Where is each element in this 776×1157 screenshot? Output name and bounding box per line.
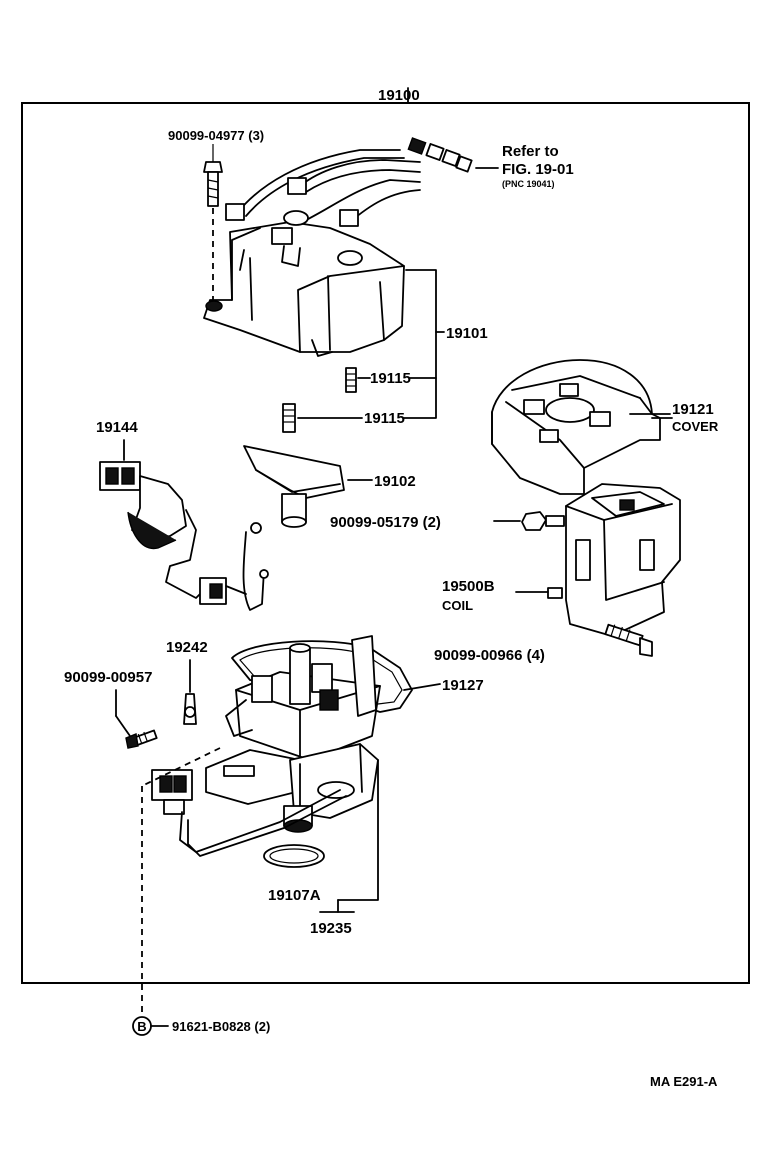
nut — [493, 511, 565, 531]
refer-line-1: Refer to — [502, 143, 559, 160]
wire-set-reference — [407, 137, 499, 173]
ignition-coil — [515, 483, 681, 637]
refer-line-3: (PNC 19041) — [502, 179, 555, 189]
label-bolt-b: 91621-B0828 (2) — [172, 1019, 270, 1034]
label-cover-name: COVER — [672, 419, 719, 434]
label-cover-num: 19121 — [672, 401, 714, 418]
label-gasket: 19127 — [442, 677, 484, 694]
distributor-housing — [205, 635, 413, 833]
ignitor-cover — [491, 359, 673, 495]
bracket-cap — [403, 269, 437, 419]
spring-a — [345, 367, 371, 393]
label-oring: 19107A — [268, 887, 321, 904]
dash-link-1 — [141, 747, 221, 787]
label-nut: 90099-05179 (2) — [330, 514, 441, 531]
pickup-harness — [99, 439, 269, 611]
bolt-cap-screw — [203, 144, 223, 300]
label-rotor: 19102 — [374, 473, 416, 490]
rotor — [243, 445, 373, 528]
assembly-frame — [21, 102, 750, 984]
sensor-connector — [151, 769, 347, 857]
label-clamp: 19242 — [166, 639, 208, 656]
label-spring-a: 19115 — [370, 370, 411, 387]
refer-line-2: FIG. 19-01 — [502, 161, 574, 178]
b-marker-text: B — [137, 1019, 146, 1034]
spring-b — [282, 403, 363, 433]
label-housing: 19235 — [310, 920, 352, 937]
distributor-cap — [203, 149, 421, 357]
screw-left — [115, 689, 158, 749]
label-pickup: 19144 — [96, 419, 138, 436]
label-bolt-coil: 90099-00966 (4) — [434, 647, 545, 664]
label-screw-left: 90099-00957 — [64, 669, 152, 686]
bracket-housing — [337, 759, 379, 901]
label-spring-b: 19115 — [364, 410, 405, 427]
o-ring — [263, 844, 325, 868]
assembly-label: 19100 — [378, 87, 420, 104]
clamp — [183, 659, 197, 725]
bolt-coil — [604, 623, 653, 657]
label-bolt-top: 90099-04977 (3) — [168, 128, 264, 143]
label-coil-num: 19500B — [442, 578, 495, 595]
label-cap: 19101 — [446, 325, 488, 342]
drawing-code: MA E291-A — [650, 1074, 718, 1089]
label-coil-name: COIL — [442, 598, 473, 613]
